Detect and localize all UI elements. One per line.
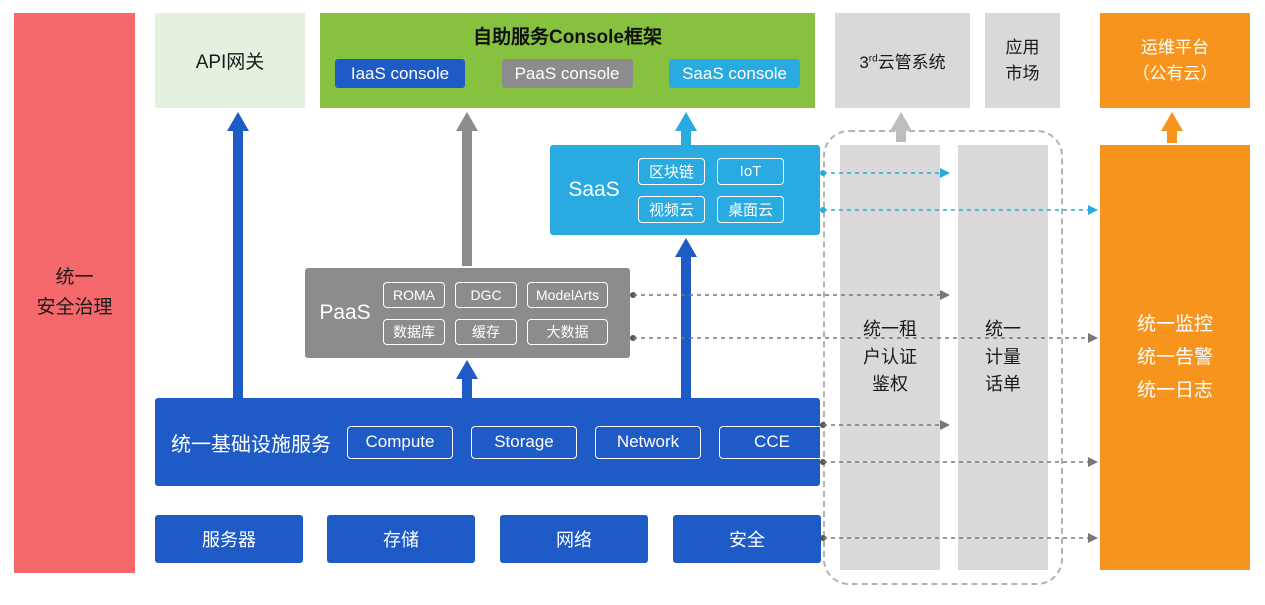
paas-chip-modelarts: ModelArts bbox=[527, 281, 609, 308]
saas-chip-desktop-cloud: 桌面云 bbox=[717, 195, 785, 223]
infrastructure-chip-row: Compute Storage Network CCE bbox=[347, 425, 825, 459]
dot-paas-line1 bbox=[630, 292, 636, 298]
paas-chip-grid: ROMA DGC ModelArts 数据库 缓存 大数据 bbox=[383, 281, 609, 345]
paas-chip-roma: ROMA bbox=[383, 281, 445, 308]
paas-chip-dgc: DGC bbox=[455, 281, 517, 308]
infra-chip-compute: Compute bbox=[347, 425, 453, 459]
paas-chip-bigdata: 大数据 bbox=[527, 318, 609, 345]
saas-console-button: SaaS console bbox=[669, 59, 800, 88]
metering-billing-bar: 统一 计量 话单 bbox=[958, 145, 1048, 570]
saas-layer-box: SaaS 区块链 IoT 视频云 桌面云 bbox=[550, 145, 820, 235]
console-buttons-row: IaaS console PaaS console SaaS console bbox=[320, 59, 815, 88]
shared-services-dashed-container bbox=[823, 130, 1063, 585]
infra-chip-network: Network bbox=[595, 425, 701, 459]
api-gateway-box: API网关 bbox=[155, 13, 305, 108]
iaas-console-button: IaaS console bbox=[335, 59, 465, 88]
hardware-box-server: 服务器 bbox=[155, 515, 303, 563]
ops-platform-box: 运维平台 （公有云） bbox=[1100, 13, 1250, 108]
hardware-box-network: 网络 bbox=[500, 515, 648, 563]
tenant-auth-bar: 统一租 户认证 鉴权 bbox=[840, 145, 940, 570]
third-party-label: 3rd云管系统 bbox=[859, 53, 946, 72]
paas-chip-cache: 缓存 bbox=[455, 318, 517, 345]
saas-chip-blockchain: 区块链 bbox=[638, 157, 706, 185]
paas-console-button: PaaS console bbox=[501, 59, 633, 88]
infra-chip-storage: Storage bbox=[471, 425, 577, 459]
saas-chip-grid: 区块链 IoT 视频云 桌面云 bbox=[638, 157, 785, 223]
infrastructure-label: 统一基础设施服务 bbox=[171, 433, 331, 456]
saas-label: SaaS bbox=[568, 178, 620, 201]
saas-chip-video-cloud: 视频云 bbox=[638, 195, 706, 223]
console-frame-box: 自助服务Console框架 IaaS console PaaS console … bbox=[320, 13, 815, 108]
monitoring-alarm-log-bar: 统一监控 统一告警 统一日志 bbox=[1100, 145, 1250, 570]
hardware-box-storage: 存储 bbox=[327, 515, 475, 563]
paas-layer-box: PaaS ROMA DGC ModelArts 数据库 缓存 大数据 bbox=[305, 268, 630, 358]
paas-label: PaaS bbox=[319, 301, 371, 324]
infrastructure-layer-box: 统一基础设施服务 Compute Storage Network CCE bbox=[155, 398, 825, 486]
dot-paas-line2 bbox=[630, 335, 636, 341]
hardware-box-security: 安全 bbox=[673, 515, 821, 563]
console-frame-title: 自助服务Console框架 bbox=[473, 27, 662, 48]
paas-chip-database: 数据库 bbox=[383, 318, 445, 345]
infra-chip-cce: CCE bbox=[719, 425, 825, 459]
app-market-box: 应用 市场 bbox=[985, 13, 1060, 108]
third-party-cloud-mgmt-box: 3rd云管系统 bbox=[835, 13, 970, 108]
saas-chip-iot: IoT bbox=[717, 157, 785, 185]
security-governance-bar: 统一 安全治理 bbox=[14, 13, 135, 573]
